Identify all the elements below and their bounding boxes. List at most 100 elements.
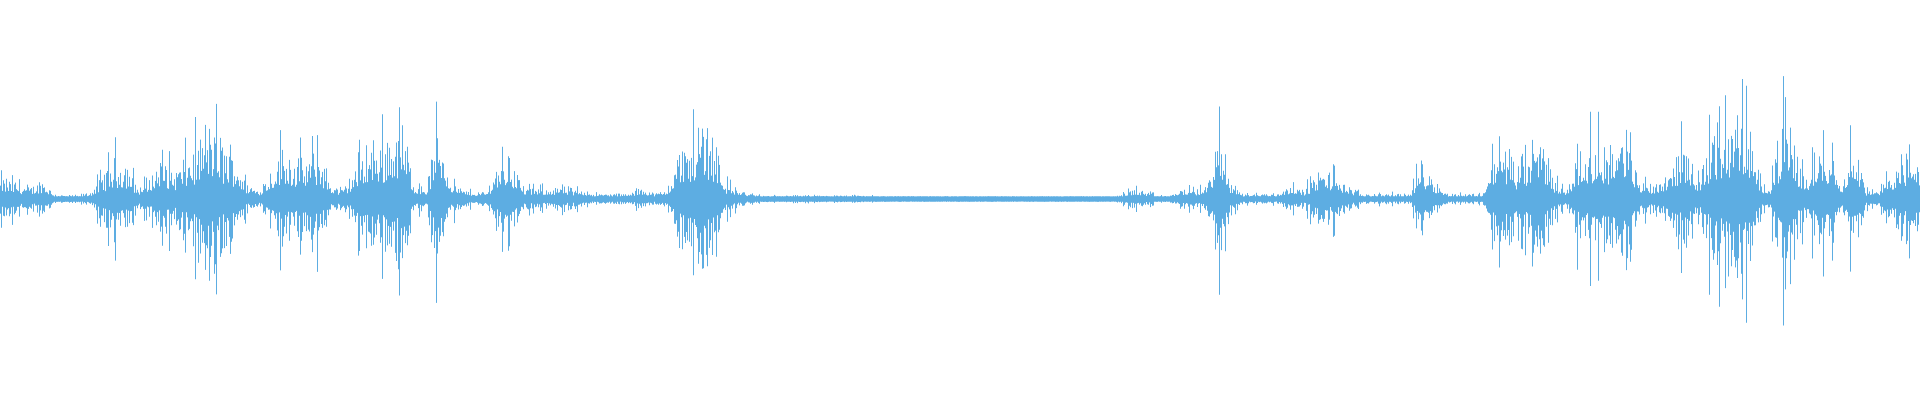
waveform-bin <box>744 192 756 206</box>
waveform-bin <box>576 186 588 213</box>
waveform-bin <box>1812 130 1824 277</box>
waveform-bin <box>1896 153 1908 245</box>
waveform-bin <box>1164 194 1176 204</box>
waveform-bin <box>552 184 564 216</box>
waveform-bin <box>1620 129 1632 271</box>
waveform-bin <box>252 184 264 213</box>
waveform-bin <box>1404 178 1416 219</box>
waveform-bin <box>1884 171 1896 224</box>
waveform-bin <box>792 195 804 204</box>
waveform-bin <box>1020 196 1032 202</box>
waveform-bin <box>1500 149 1512 246</box>
waveform-bin <box>1488 136 1500 268</box>
waveform-bin <box>1464 193 1476 205</box>
waveform-bin <box>24 184 36 215</box>
waveform-bin <box>1344 184 1356 214</box>
waveform-bin <box>648 192 660 206</box>
waveform-bin <box>1416 160 1428 236</box>
waveform-bin <box>1032 196 1044 202</box>
waveform-bin <box>216 103 228 295</box>
waveform-bin <box>768 194 780 203</box>
waveform-bin <box>1824 142 1836 261</box>
waveform-bin <box>492 146 504 252</box>
waveform-bin <box>432 101 444 303</box>
waveform-bin <box>1632 170 1644 227</box>
waveform-bin <box>1452 192 1464 205</box>
waveform-bin <box>1188 185 1200 213</box>
waveform-bin <box>1380 194 1392 205</box>
waveform-bin <box>1644 176 1656 224</box>
waveform-bin <box>720 176 732 222</box>
waveform-bin <box>516 175 528 223</box>
waveform-bin <box>1524 139 1536 267</box>
waveform-bin <box>324 168 336 227</box>
waveform-bin <box>1476 186 1488 212</box>
waveform-bin <box>420 159 432 243</box>
waveform-bin <box>1764 159 1776 242</box>
waveform-bin <box>1296 179 1308 219</box>
waveform-bin <box>276 130 288 271</box>
waveform-bin <box>180 137 192 253</box>
waveform-bin <box>684 109 696 276</box>
waveform-bin <box>300 137 312 255</box>
waveform-bin <box>1320 172 1332 225</box>
waveform-bin <box>1836 179 1848 216</box>
waveform-bin <box>1056 196 1068 202</box>
waveform-bin <box>852 194 864 203</box>
waveform-bin <box>1800 159 1812 245</box>
waveform-bin <box>1308 172 1320 225</box>
waveform-bin <box>1572 143 1584 270</box>
waveform-bin <box>732 187 744 214</box>
waveform-bin <box>1368 192 1380 207</box>
waveform-bin <box>1752 151 1764 246</box>
waveform-bin <box>1236 190 1248 211</box>
waveform-bin <box>12 175 24 225</box>
waveform-bin <box>1356 189 1368 209</box>
waveform-bin <box>1860 173 1872 226</box>
waveform-bin <box>1140 190 1152 208</box>
waveform-bin <box>312 135 324 272</box>
waveform-bin <box>396 107 408 296</box>
waveform-bin <box>1332 164 1344 237</box>
waveform-bin <box>1608 145 1620 248</box>
waveform-bin <box>1512 153 1524 250</box>
waveform-bin <box>108 137 120 261</box>
waveform-bin <box>192 117 204 280</box>
waveform-bin <box>468 188 480 210</box>
waveform-bin <box>264 173 276 229</box>
waveform-bin <box>600 194 612 204</box>
waveform-bin <box>36 182 48 217</box>
waveform-bin <box>1584 111 1596 286</box>
waveform-bin <box>1272 191 1284 207</box>
waveform-bin <box>1848 125 1860 272</box>
waveform-bin <box>696 127 708 269</box>
waveform-bin <box>1668 156 1680 250</box>
waveform-bin <box>336 186 348 213</box>
waveform-bin <box>144 175 156 228</box>
waveform-bin <box>636 188 648 211</box>
waveform-bin <box>876 196 888 202</box>
waveform-bin <box>0 170 12 228</box>
waveform-bin <box>360 145 372 249</box>
waveform-bin <box>480 185 492 212</box>
waveform-bin <box>936 196 948 202</box>
waveform-bin <box>624 190 636 206</box>
waveform-bin <box>504 156 516 251</box>
waveform-bin <box>1116 192 1128 207</box>
waveform-bin <box>1680 121 1692 273</box>
waveform-bin <box>1596 111 1608 281</box>
waveform-bin <box>1704 114 1716 295</box>
waveform-bin <box>1908 144 1920 259</box>
waveform-bin <box>1104 196 1116 202</box>
waveform-bin <box>780 195 792 203</box>
waveform-bin <box>1728 115 1740 278</box>
waveform-bin <box>840 195 852 203</box>
waveform-bin <box>1260 194 1272 204</box>
waveform-bin <box>756 194 768 204</box>
waveform-bin <box>804 194 816 204</box>
waveform-bin <box>96 169 108 228</box>
waveform-bin <box>540 183 552 213</box>
waveform-bin <box>1440 191 1452 207</box>
waveform-bin <box>84 189 96 208</box>
